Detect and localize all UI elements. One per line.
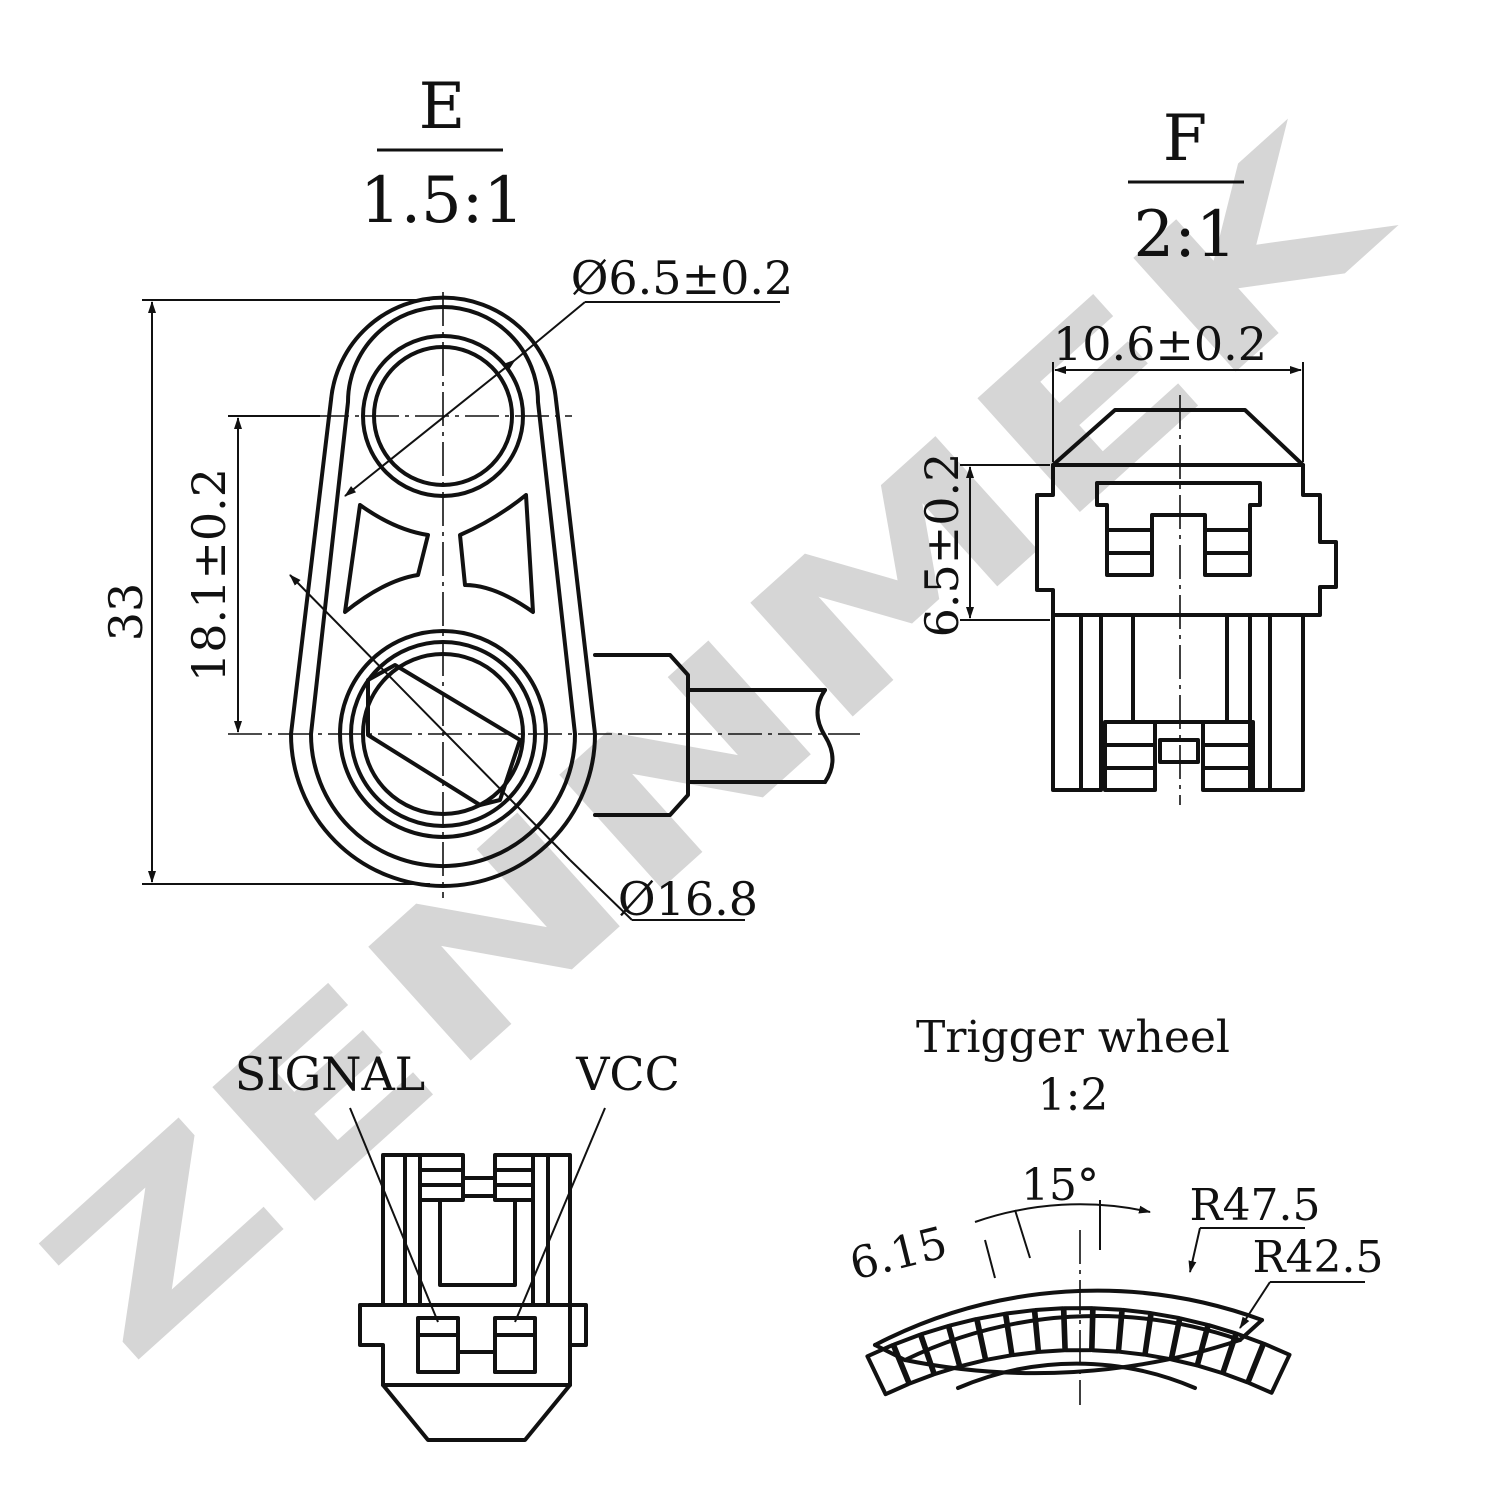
trigger-wheel-tooth (1033, 1306, 1067, 1354)
large-bore (338, 629, 548, 839)
dim-large-bore: Ø16.8 (618, 872, 758, 926)
pin-vcc-label: VCC (575, 1047, 680, 1101)
view-f-scale: 2:1 (1134, 198, 1237, 272)
dim-small-bore: Ø6.5±0.2 (571, 251, 794, 305)
trigger-wheel-view: Trigger wheel 1:2 15° 6.15 R47.5 R42.5 (845, 1012, 1384, 1405)
dim-height-f: 6.5±0.2 (915, 453, 969, 638)
connector-body (1035, 463, 1338, 617)
connector-pinout-view: SIGNAL VCC (235, 1047, 680, 1442)
trigger-wheel-angle: 15° (1021, 1160, 1099, 1211)
trigger-wheel-scale: 1:2 (1038, 1070, 1109, 1121)
sensor-body-outline (289, 295, 597, 888)
view-f: F 2:1 10.6±0.2 6.5±0.2 (915, 102, 1338, 805)
trigger-wheel-title: Trigger wheel (916, 1012, 1230, 1063)
view-e-label: E (419, 70, 466, 144)
view-e-scale: 1.5:1 (360, 164, 524, 238)
dim-center-distance: 18.1±0.2 (182, 468, 236, 682)
trigger-wheel-tooth-width: 6.15 (845, 1217, 952, 1290)
dim-overall-length: 33 (99, 583, 153, 642)
view-f-label: F (1163, 102, 1207, 176)
trigger-wheel-r-inner: R42.5 (1252, 1232, 1383, 1283)
pin-signal-label: SIGNAL (235, 1047, 425, 1101)
view-e: E 1.5:1 Ø6.5±0.2 Ø16 (99, 70, 860, 926)
trigger-wheel-tooth (892, 1332, 936, 1386)
dim-width-f: 10.6±0.2 (1053, 317, 1267, 371)
trigger-wheel-tooth (1004, 1308, 1040, 1358)
trigger-wheel-r-outer: R47.5 (1189, 1180, 1320, 1231)
trigger-wheel-tooth (1246, 1341, 1292, 1395)
